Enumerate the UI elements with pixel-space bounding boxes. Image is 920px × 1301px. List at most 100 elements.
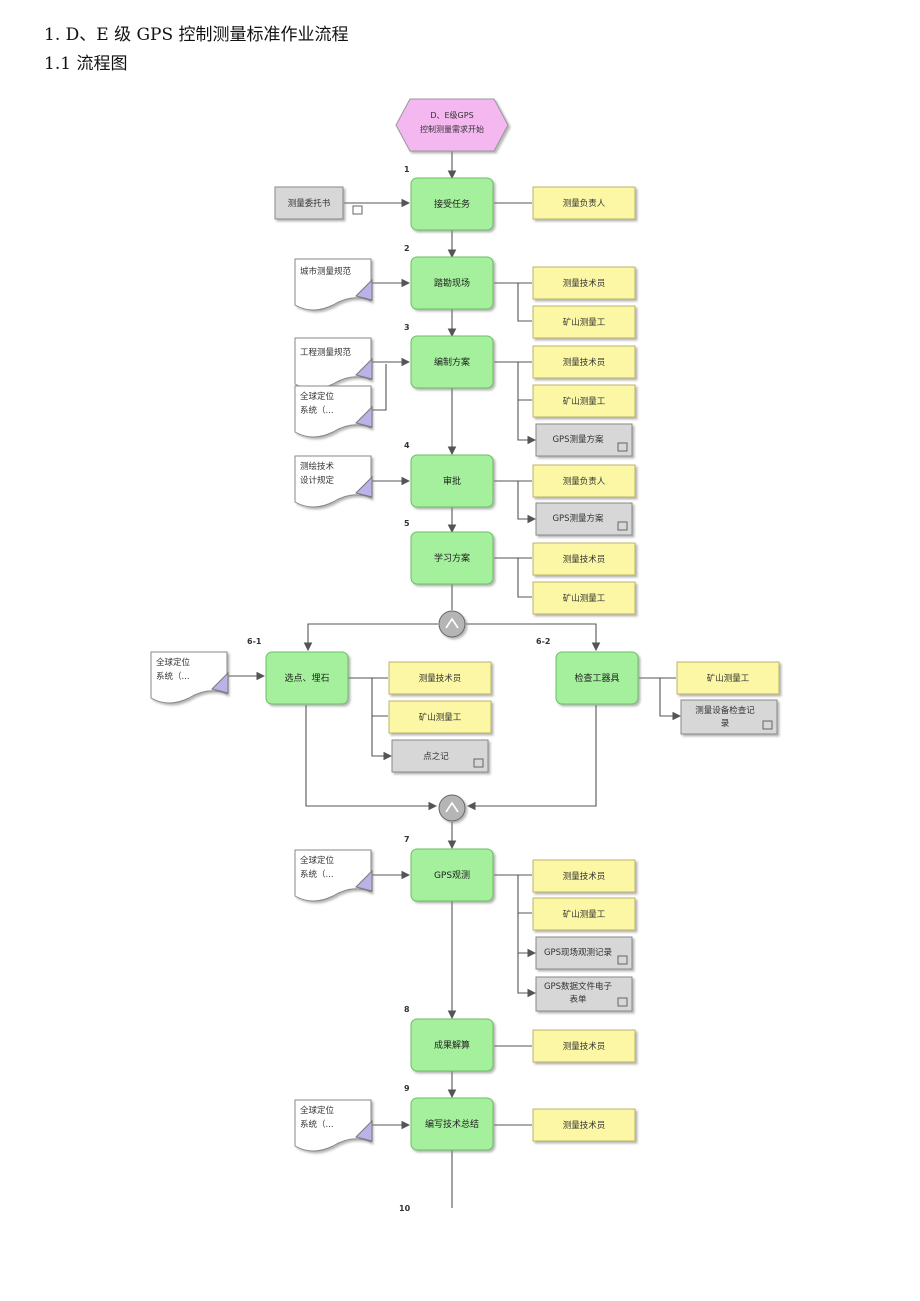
- process-step: 选点、埋石: [265, 651, 349, 705]
- role-box: 测量技术员: [532, 1108, 636, 1142]
- step-number: 4: [404, 441, 410, 450]
- process-label: 编写技术总结: [425, 1118, 479, 1130]
- input-label: 城市测量规范: [300, 266, 352, 277]
- role-box: 测量负责人: [532, 464, 636, 498]
- step-number: 6-2: [536, 637, 550, 646]
- role-label: 测量技术员: [563, 1041, 606, 1052]
- record-label: GPS数据文件电子: [544, 981, 613, 992]
- input-label: 全球定位: [300, 855, 335, 866]
- role-box: 测量技术员: [532, 859, 636, 893]
- step-number: 2: [404, 244, 410, 253]
- process-step: 踏勘现场: [410, 256, 494, 310]
- record-box: GPS数据文件电子 表单: [535, 976, 633, 1012]
- input-label: 系统（...: [300, 405, 334, 416]
- input-document: 全球定位 系统（...: [294, 1099, 373, 1152]
- input-document: 工程测量规范: [294, 337, 373, 390]
- process-step: 检查工器具: [555, 651, 639, 705]
- input-document: 测绘技术 设计规定: [294, 455, 373, 508]
- step-number: 1: [404, 165, 410, 174]
- input-label: 工程测量规范: [300, 347, 352, 358]
- role-label: 测量负责人: [563, 198, 606, 209]
- role-box: 测量技术员: [388, 661, 492, 695]
- step-number: 7: [404, 835, 410, 844]
- start-event: D、E级GPS 控制测量需求开始: [395, 98, 509, 152]
- role-boxes: 测量负责人 测量技术员 矿山测量工 测量技术员 矿山测量工 测量负责人 测量技术…: [388, 186, 780, 1142]
- input-document: 全球定位 系统（...: [294, 385, 373, 438]
- record-box: GPS测量方案: [535, 502, 633, 536]
- role-label: 矿山测量工: [563, 317, 606, 328]
- record-label: GPS测量方案: [552, 513, 604, 524]
- role-label: 矿山测量工: [563, 909, 606, 920]
- input-label: 系统（...: [156, 671, 190, 682]
- process-step: 审批: [410, 454, 494, 508]
- section-heading: 1.1 流程图: [44, 54, 128, 74]
- role-box: 测量技术员: [532, 345, 636, 379]
- role-label: 测量技术员: [563, 278, 606, 289]
- output-records: GPS测量方案 GPS测量方案 点之记 测量设备检查记 录 GPS现场观测记录 …: [391, 423, 778, 1012]
- input-label: 设计规定: [300, 475, 335, 486]
- process-label: 成果解算: [434, 1039, 470, 1051]
- role-label: 矿山测量工: [563, 593, 606, 604]
- role-box: 矿山测量工: [532, 581, 636, 615]
- input-label: 测量委托书: [288, 198, 331, 209]
- input-label: 全球定位: [300, 391, 335, 402]
- input-label: 系统（...: [300, 869, 334, 880]
- step-number: 5: [404, 519, 410, 528]
- process-label: 踏勘现场: [434, 277, 470, 289]
- record-box: GPS现场观测记录: [535, 936, 633, 970]
- input-label: 系统（...: [300, 1119, 334, 1130]
- start-label-2: 控制测量需求开始: [420, 124, 484, 134]
- process-label: 选点、埋石: [284, 672, 329, 684]
- role-label: 测量技术员: [563, 357, 606, 368]
- role-label: 矿山测量工: [707, 673, 750, 684]
- role-box: 矿山测量工: [388, 700, 492, 734]
- role-box: 测量技术员: [532, 542, 636, 576]
- role-label: 测量负责人: [563, 476, 606, 487]
- split-gateway: [438, 610, 466, 638]
- process-steps: 接受任务 踏勘现场 编制方案 审批 学习方案 选点、埋石 检查工器具 GPS观: [265, 177, 639, 1151]
- document-heading: 1. D、E 级 GPS 控制测量标准作业流程: [44, 25, 349, 45]
- role-label: 测量技术员: [563, 554, 606, 565]
- process-label: 检查工器具: [574, 672, 619, 684]
- role-label: 测量技术员: [563, 871, 606, 882]
- process-label: 接受任务: [434, 198, 470, 210]
- start-label-1: D、E级GPS: [430, 110, 473, 120]
- process-label: 学习方案: [434, 552, 470, 564]
- role-box: 矿山测量工: [676, 661, 780, 695]
- record-label: 表单: [569, 994, 587, 1005]
- role-label: 矿山测量工: [419, 712, 462, 723]
- record-box: 测量设备检查记 录: [680, 699, 778, 735]
- process-step: 编制方案: [410, 335, 494, 389]
- role-label: 测量技术员: [419, 673, 462, 684]
- record-label: 测量设备检查记: [695, 705, 755, 716]
- role-box: 测量技术员: [532, 266, 636, 300]
- process-step: 成果解算: [410, 1018, 494, 1072]
- record-label: GPS测量方案: [552, 434, 604, 445]
- record-label: 点之记: [423, 751, 449, 762]
- process-label: 审批: [443, 475, 461, 487]
- role-box: 测量技术员: [532, 1029, 636, 1063]
- record-box: GPS测量方案: [535, 423, 633, 457]
- connector-lines: [227, 150, 682, 1208]
- process-label: GPS观测: [434, 870, 470, 881]
- role-box: 矿山测量工: [532, 897, 636, 931]
- step-number: 6-1: [247, 637, 262, 646]
- record-label: GPS现场观测记录: [544, 948, 613, 958]
- step-number: 3: [404, 323, 410, 332]
- role-box: 测量负责人: [532, 186, 636, 220]
- record-label: 录: [721, 719, 730, 729]
- process-step: 编写技术总结: [410, 1097, 494, 1151]
- process-step: 学习方案: [410, 531, 494, 585]
- role-label: 矿山测量工: [563, 396, 606, 407]
- parallel-gateways: [438, 610, 466, 822]
- step-number: 9: [404, 1084, 410, 1093]
- process-step: 接受任务: [410, 177, 494, 231]
- role-box: 矿山测量工: [532, 384, 636, 418]
- input-label: 全球定位: [300, 1105, 335, 1116]
- input-label: 测绘技术: [300, 461, 335, 472]
- input-document: 全球定位 系统（...: [294, 849, 373, 902]
- record-box: 点之记: [391, 739, 489, 773]
- input-label: 全球定位: [156, 657, 191, 668]
- step-number: 8: [404, 1005, 410, 1014]
- step-number: 10: [399, 1204, 411, 1213]
